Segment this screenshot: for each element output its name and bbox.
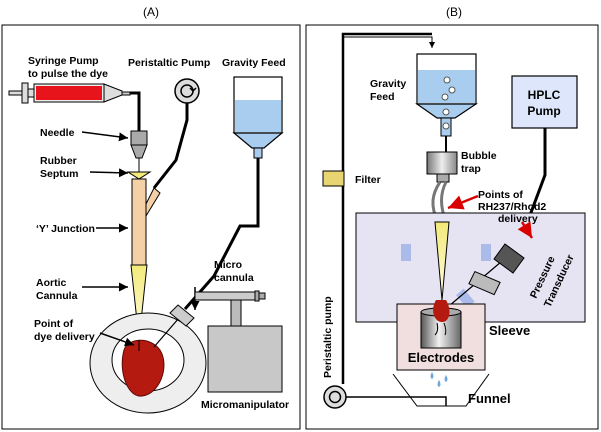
pressure-transducer	[493, 243, 525, 274]
label-y-junction: ‘Y’ Junction	[36, 223, 95, 235]
y-junction	[131, 178, 147, 266]
dye-fill	[36, 86, 102, 100]
panel-a-header: (A)	[143, 5, 159, 19]
label-hplc-2: Pump	[527, 104, 560, 118]
peristaltic-pump-b-icon	[323, 385, 347, 409]
label-electrodes: Electrodes	[408, 350, 474, 365]
micromanipulator	[194, 290, 283, 393]
label-points-3: delivery	[498, 213, 538, 225]
delivery-arrow-1	[447, 194, 479, 210]
needle	[130, 130, 148, 172]
label-points-2: RH237/Rhod2	[478, 201, 546, 213]
recirculation-tube	[341, 32, 432, 384]
heart	[121, 339, 165, 397]
gravity-tube-a	[183, 158, 260, 310]
label-funnel: Funnel	[468, 391, 511, 406]
label-peristaltic-pump-a: Peristaltic Pump	[128, 57, 210, 69]
label-micro-1: Micro	[214, 259, 242, 271]
rubber-septum	[126, 171, 152, 180]
peristaltic-pump-a-icon	[174, 78, 200, 104]
label-filter: Filter	[355, 174, 381, 186]
label-micro-2: cannula	[214, 272, 254, 284]
label-sleeve: Sleeve	[489, 323, 530, 338]
label-gravity-feed-a: Gravity Feed	[222, 57, 286, 69]
label-bubble-1: Bubble	[461, 150, 497, 162]
label-rubber-2: Septum	[40, 168, 79, 180]
label-aortic-2: Cannula	[36, 290, 78, 302]
label-aortic-1: Aortic	[36, 277, 66, 289]
delivery-arrow-2	[517, 221, 534, 239]
panel-b-header: (B)	[446, 5, 462, 19]
label-point-1: Point of	[34, 318, 74, 330]
label-gravity-b-1: Gravity	[370, 78, 406, 90]
panel-b: (B) Filter Gravity Feed Bubble trap HPLC…	[305, 5, 599, 430]
syringe-pump	[8, 82, 131, 104]
aortic-cannula	[130, 264, 148, 341]
label-bubble-2: trap	[461, 163, 481, 175]
micro-cannula	[169, 304, 195, 327]
label-needle: Needle	[40, 127, 75, 139]
label-gravity-b-2: Feed	[370, 91, 395, 103]
panel-a: (A) Syringe Pump to pulse the dye Needle…	[1, 5, 301, 430]
label-syringe-pump-1: Syringe Pump	[28, 55, 99, 67]
label-micromanipulator: Micromanipulator	[201, 399, 289, 411]
label-rubber-1: Rubber	[40, 155, 77, 167]
label-syringe-pump-2: to pulse the dye	[28, 68, 108, 80]
label-hplc-1: HPLC	[528, 88, 561, 102]
label-peristaltic-pump-b: Peristaltic pump	[322, 296, 334, 378]
label-point-2: dye delivery	[34, 331, 95, 343]
syringe-tube	[130, 91, 141, 131]
cannula-b	[434, 221, 450, 301]
label-points-1: Points of	[478, 189, 523, 201]
peristaltic-tube-a	[152, 103, 189, 189]
bubble-trap	[426, 151, 458, 175]
hplc-pump	[511, 75, 578, 129]
filter-icon	[322, 170, 345, 187]
